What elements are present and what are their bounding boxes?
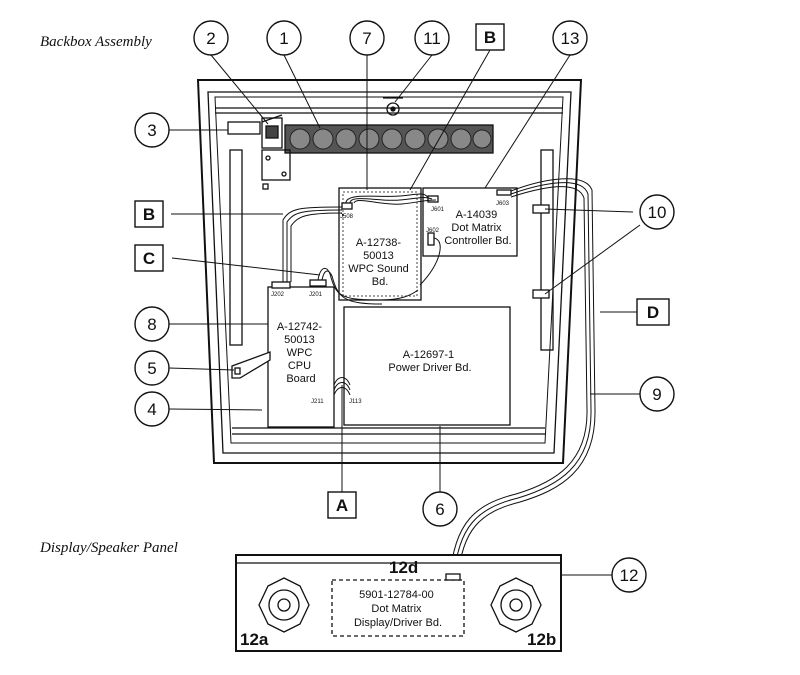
callout-d: D (647, 303, 659, 322)
callout-8: 8 (147, 315, 156, 334)
connector-j602 (427, 232, 435, 246)
cpu-board-label: Board (286, 373, 315, 385)
callout-6: 6 (435, 500, 444, 519)
dmd-controller-label: A-14039 (456, 209, 498, 221)
power-driver-label: A-12697-1 (403, 349, 454, 361)
callout-10: 10 (648, 203, 667, 222)
callout-a: A (336, 496, 348, 515)
callout-3: 3 (147, 121, 156, 140)
callout-2: 2 (206, 29, 215, 48)
display-speaker-panel (235, 554, 562, 652)
display-driver-label: 5901-12784-00 (359, 589, 434, 601)
dmd-controller-label: Controller Bd. (444, 235, 511, 247)
sound-board-label: Bd. (372, 276, 389, 288)
leader-lines (168, 49, 641, 576)
ribbon-cables (282, 178, 596, 579)
speaker-left-icon (258, 577, 310, 633)
j202-label: J202 (271, 292, 285, 298)
callout-1: 1 (279, 29, 288, 48)
display-panel-title: Display/Speaker Panel (39, 540, 178, 556)
svg-text:A-12738- 50013 WPC: A-12738- 50013 WPC Sound Bd. (348, 237, 412, 288)
connector-j601 (427, 195, 439, 203)
cpu-board-label: CPU (288, 360, 311, 372)
cpu-board-label: WPC (287, 347, 313, 359)
connector-j603 (496, 189, 512, 196)
callout-7: 7 (362, 29, 371, 48)
panel-label-12b: 12b (527, 630, 556, 649)
backbox-title: Backbox Assembly (40, 34, 152, 50)
power-driver-board: A-12697-1 Power Driver Bd. (343, 306, 511, 426)
panel-label-12a: 12a (240, 630, 269, 649)
callout-9: 9 (652, 385, 661, 404)
callout-11: 11 (423, 29, 441, 48)
j508-label: J508 (340, 214, 354, 220)
callout-boxes (134, 23, 670, 519)
display-driver-label: Dot Matrix (371, 603, 422, 615)
svg-text:A-14039 Dot Matrix: A-14039 Dot Matrix Controller Bd. (444, 209, 511, 247)
power-driver-label: Power Driver Bd. (388, 362, 471, 374)
sound-board-label: A-12738- (356, 237, 402, 249)
j113-label: J113 (349, 399, 362, 405)
svg-text:A-12697-1 Power Driver B: A-12697-1 Power Driver Bd. (388, 349, 471, 374)
callout-b-top: B (484, 28, 496, 47)
j201-label: J201 (309, 292, 323, 298)
j603-label: J603 (496, 201, 510, 207)
hinge-bracket (227, 114, 291, 190)
connector-j202 (271, 281, 291, 289)
display-driver-board (331, 579, 465, 637)
lock-icon (383, 97, 403, 116)
connector-j201 (309, 279, 327, 287)
connector-j508 (341, 202, 353, 210)
dmd-controller-board: A-14039 Dot Matrix Controller Bd. (422, 187, 518, 257)
dmd-controller-label: Dot Matrix (451, 222, 502, 234)
callout-13: 13 (561, 29, 580, 48)
j601-label: J601 (431, 207, 445, 213)
j211-label: J211 (311, 399, 324, 405)
sound-board-label: 50013 (363, 250, 394, 262)
display-driver-label: Display/Driver Bd. (354, 617, 442, 629)
sound-board: A-12738- 50013 WPC Sound Bd. (338, 187, 422, 301)
cpu-board: A-12742- 50013 WPC CPU Board (267, 286, 335, 428)
svg-text:5901-12784-00 Dot Matrix: 5901-12784-00 Dot Matrix Display/Driver … (354, 589, 442, 629)
bracket-5 (231, 351, 271, 379)
callout-4: 4 (147, 400, 156, 419)
callout-c: C (143, 249, 155, 268)
callout-b-left: B (143, 205, 155, 224)
svg-text:A-12742- 50013 WPC: A-12742- 50013 WPC CPU Board (277, 321, 325, 385)
callout-12: 12 (620, 566, 639, 585)
cpu-board-label: 50013 (284, 334, 315, 346)
cpu-board-label: A-12742- (277, 321, 323, 333)
speaker-grille (284, 124, 494, 154)
callout-5: 5 (147, 359, 156, 378)
j602-label: J602 (426, 228, 440, 234)
speaker-right-icon (490, 577, 542, 633)
panel-label-12d: 12d (389, 558, 418, 577)
sound-board-label: WPC Sound (348, 263, 409, 275)
backbox-cabinet (196, 79, 583, 464)
callout-circles (134, 20, 675, 593)
